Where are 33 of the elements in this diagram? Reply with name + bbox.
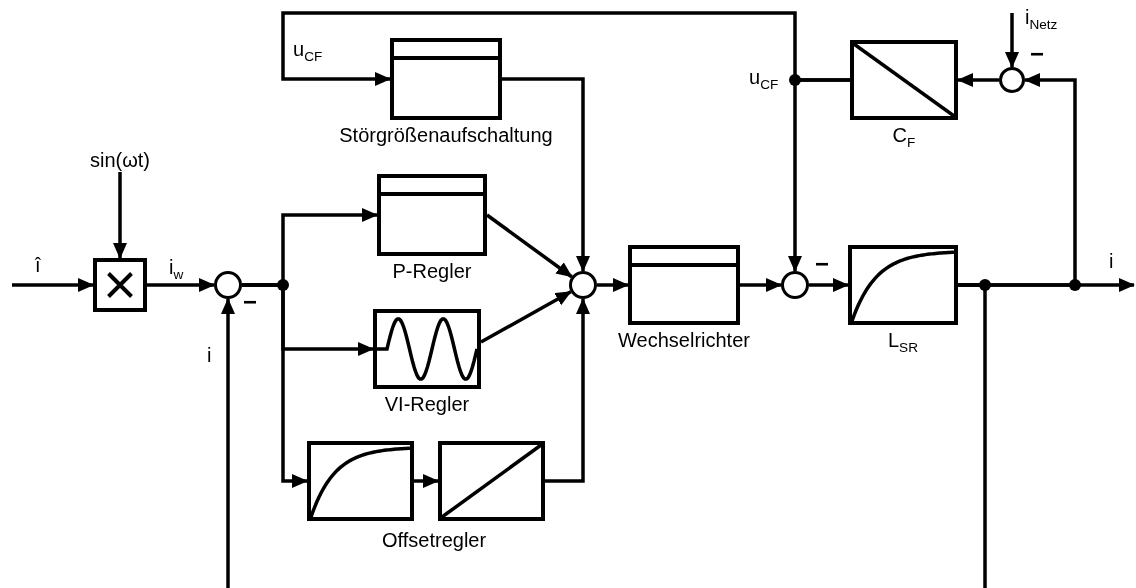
block-label: Offsetregler [382, 530, 487, 550]
minus-sign: − [815, 252, 829, 276]
edge-label: i$_{Netz}$ [1024, 6, 1059, 28]
arrow [147, 278, 215, 292]
block-label: P-Regler [392, 259, 472, 283]
summing-junction [214, 271, 242, 299]
arrow [414, 474, 439, 488]
minus-sign: − [243, 290, 257, 314]
summing-junction [999, 67, 1025, 93]
summing-junction [781, 271, 809, 299]
block-label: Wechselrichter [618, 328, 750, 352]
block-label: Störgrößenaufschaltung [339, 123, 553, 147]
block-label: L$_{SR}$ [888, 328, 918, 352]
summing-junction [569, 271, 597, 299]
arrow [113, 172, 127, 259]
arrow [788, 78, 850, 272]
arrow [12, 278, 94, 292]
connector-line [958, 283, 987, 588]
arrow [740, 278, 782, 292]
arrow [957, 73, 999, 87]
arrow [480, 290, 572, 344]
arrow [597, 278, 629, 292]
minus-sign: − [1030, 42, 1044, 66]
arrow [1005, 13, 1019, 68]
signal-label: sin(ωt) [85, 148, 155, 172]
arrow [221, 298, 235, 588]
block-label: C$_{F}$ [892, 123, 916, 147]
arrow [809, 278, 849, 292]
arrow [242, 283, 308, 488]
block-label: VI-Regler [384, 392, 470, 416]
arrow [502, 77, 590, 272]
arrow [545, 298, 590, 483]
edge-label: i$_{w}$ [168, 256, 185, 278]
